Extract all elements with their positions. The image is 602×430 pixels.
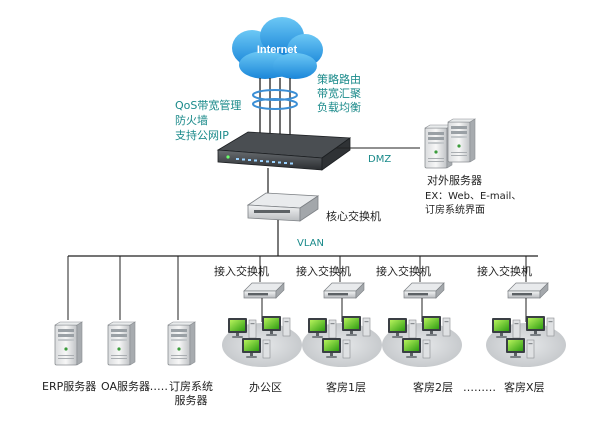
zone-office-label: 办公区 — [249, 381, 282, 394]
core-switch-label: 核心交换机 — [326, 210, 381, 223]
router-feature-bandwidth-aggregation: 带宽汇聚 — [317, 87, 361, 100]
internet-label: Internet — [257, 44, 298, 56]
booking-server-label: 订房系统 服务器 — [169, 380, 213, 407]
router-feature-public-ip: 支持公网IP — [175, 129, 229, 142]
external-server-icon — [424, 118, 476, 169]
dmz-label: DMZ — [368, 154, 392, 165]
zone-floorx-label: 客房X层 — [504, 381, 545, 394]
erp-server-icon — [54, 321, 83, 366]
access-switch-label-floorx: 接入交换机 — [477, 265, 532, 278]
router-gateway — [216, 131, 352, 171]
external-server-title: 对外服务器 — [427, 174, 482, 187]
access-switch-label-floor1: 接入交换机 — [296, 265, 351, 278]
access-switch-label-office: 接入交换机 — [214, 265, 269, 278]
booking-server-icon — [167, 321, 196, 366]
router-feature-qos: QoS带宽管理 — [175, 99, 242, 112]
server-drops — [67, 256, 179, 320]
core-switch — [246, 192, 320, 222]
router-feature-load-balancing: 负载均衡 — [317, 101, 361, 114]
external-server-desc-line2: 订房系统界面 — [425, 205, 485, 216]
server-ellipsis: …… — [146, 380, 168, 393]
zone-floor1-cluster — [302, 282, 382, 367]
zone-floor1-label: 客房1层 — [326, 381, 366, 394]
external-server-desc-line1: EX：Web、E-mail、 — [425, 191, 522, 202]
zone-office-cluster — [222, 282, 302, 367]
vlan-label: VLAN — [297, 238, 324, 249]
router-feature-policy-routing: 策略路由 — [317, 73, 361, 86]
zone-floorx-cluster — [486, 282, 566, 367]
bandwidth-ring-icon — [252, 89, 298, 110]
erp-server-label: ERP服务器 — [42, 380, 97, 393]
access-drops — [259, 256, 527, 282]
internet-cloud — [232, 17, 323, 79]
zone-ellipsis: ……… — [463, 381, 496, 394]
zone-floor2-cluster — [382, 282, 462, 367]
router-feature-firewall: 防火墙 — [175, 114, 208, 127]
zone-floor2-label: 客房2层 — [413, 381, 453, 394]
access-switch-label-floor2: 接入交换机 — [376, 265, 431, 278]
oa-server-icon — [107, 321, 136, 366]
oa-server-label: OA服务器 — [101, 380, 150, 393]
